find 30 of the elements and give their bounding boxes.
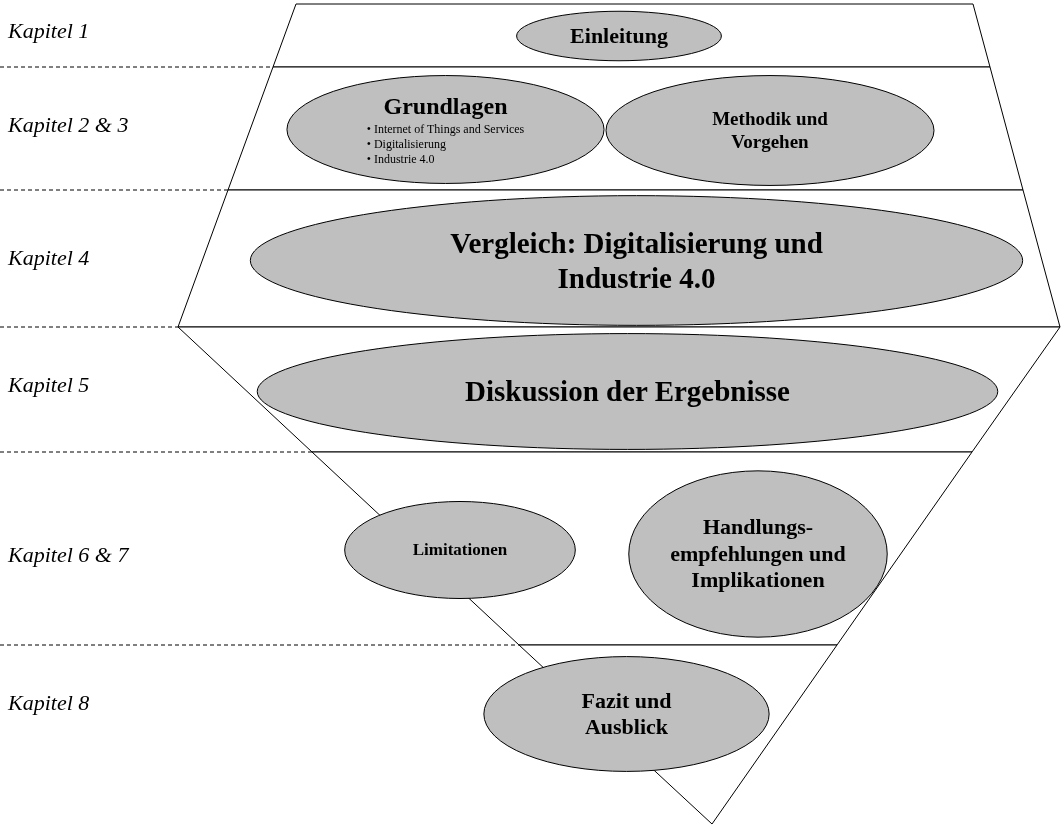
chapter-band [270, 4, 993, 67]
ellipse-title: Handlungs- empfehlungen und Implikationen [669, 514, 847, 594]
ellipse-title: Methodik und Vorgehen [711, 107, 829, 154]
chapter-ellipse [516, 11, 722, 61]
ellipse-title: Fazit und Ausblick [580, 687, 673, 741]
chapter-ellipse [286, 75, 605, 184]
ellipse-title: Vergleich: Digitalisierung und Industrie 4.0 [449, 225, 824, 296]
chapter-label: Kapitel 5 [8, 372, 90, 398]
ellipse-title: Limitationen [412, 539, 508, 561]
chapter-ellipse [255, 333, 1000, 450]
chapter-label: Kapitel 8 [8, 690, 90, 716]
chapter-ellipse [628, 470, 888, 638]
chapter-label: Kapitel 2 & 3 [8, 112, 129, 138]
ellipse-title: Einleitung [570, 22, 668, 50]
chapter-label: Kapitel 1 [8, 18, 90, 44]
chapter-ellipse [483, 656, 770, 772]
chapter-label: Kapitel 4 [8, 245, 90, 271]
bullet-item: • Digitalisierung [366, 137, 447, 153]
bullet-item: • Industrie 4.0 [366, 152, 436, 168]
chapter-ellipse [344, 501, 576, 599]
ellipse-title: Grundlagen [383, 91, 508, 121]
chapter-band [226, 67, 1025, 190]
chapter-ellipse [248, 195, 1025, 326]
chapter-band [176, 327, 1062, 452]
chapter-label: Kapitel 6 & 7 [8, 542, 129, 568]
chapter-ellipse [605, 75, 935, 186]
chapter-band [176, 190, 1062, 327]
chapter-band [480, 645, 840, 826]
ellipse-title: Diskussion der Ergebnisse [465, 374, 790, 409]
bullet-item: • Internet of Things and Services [366, 122, 525, 138]
